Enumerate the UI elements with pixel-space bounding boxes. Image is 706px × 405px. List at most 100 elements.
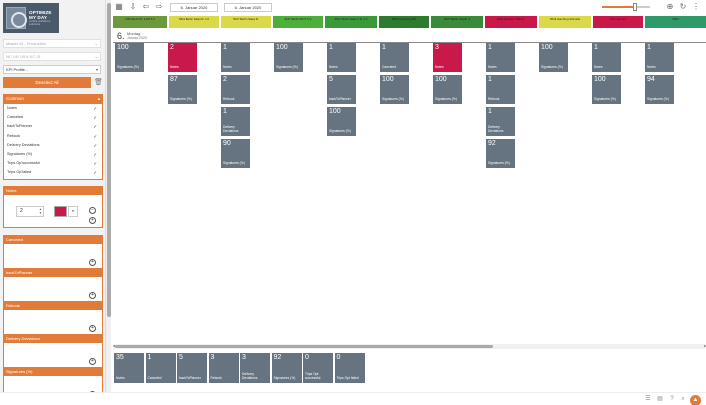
chevron-down-icon[interactable]: ▾ bbox=[68, 206, 78, 217]
date-to-field[interactable]: 6. Januar 2020 bbox=[224, 3, 272, 12]
common-kpi-item[interactable]: Notes✓ bbox=[4, 104, 102, 113]
common-kpi-item[interactable]: Trips Op'successful✓ bbox=[4, 159, 102, 168]
common-kpi-item[interactable]: Delivery Deviations✓ bbox=[4, 141, 102, 150]
resource-header[interactable]: 5000 Berlin R. 1234 5.6 bbox=[113, 16, 167, 28]
summary-tile-label: Trips Opt failed bbox=[336, 376, 359, 381]
refresh-icon[interactable]: ↻ bbox=[679, 2, 687, 11]
add-circle-icon[interactable]: + bbox=[89, 259, 96, 266]
search-icon[interactable]: ⌕ bbox=[681, 396, 685, 402]
common-kpi-list: Notes✓Canceled✓backToPlanner✓Rebook✓Deli… bbox=[3, 104, 103, 180]
resource-header[interactable]: 5017 Berlin Sales V R. 2.0 bbox=[325, 16, 377, 28]
resource-header[interactable]: 5037 Berlin Charlb. 2 bbox=[431, 16, 483, 28]
forward-arrow-icon[interactable]: ⇨ bbox=[155, 2, 163, 11]
add-circle-icon[interactable]: + bbox=[89, 217, 96, 224]
common-kpi-item[interactable]: Canceled✓ bbox=[4, 113, 102, 122]
sidebar-scrollbar-thumb[interactable] bbox=[106, 3, 111, 317]
add-circle-icon[interactable]: + bbox=[89, 292, 96, 299]
resource-header[interactable]: 5018 Hamburg 456 bbox=[379, 16, 429, 28]
kpi-section-body: 2▲▼ ▾ − + bbox=[3, 195, 103, 228]
download-icon[interactable]: ⇩ bbox=[129, 2, 137, 11]
resource-header[interactable]: 5044 Hamburg Schnells bbox=[539, 16, 591, 28]
resource-header[interactable]: 5011 Berlin Sales R. 1.0 bbox=[169, 16, 219, 28]
more-vertical-icon[interactable]: ⋮ bbox=[692, 2, 700, 11]
horizontal-scrollbar[interactable]: ◂ ▸ bbox=[113, 343, 706, 349]
master-select[interactable]: Master ID - Production ⌄ bbox=[3, 39, 101, 48]
resource-header[interactable]: 5042 Potsdam Mitte R. bbox=[485, 16, 537, 28]
add-circle-icon[interactable]: + bbox=[89, 325, 96, 332]
add-circle-icon[interactable]: + bbox=[89, 358, 96, 365]
date-from-field[interactable]: 6. Januar 2020 bbox=[170, 3, 218, 12]
scroll-left-icon[interactable]: ◂ bbox=[113, 343, 116, 348]
common-kpi-item[interactable]: Trips Op'failed✓ bbox=[4, 168, 102, 177]
stepper-arrows-icon[interactable]: ▲▼ bbox=[39, 207, 42, 215]
color-swatch[interactable] bbox=[54, 206, 67, 217]
list-icon[interactable]: ☰ bbox=[645, 396, 651, 402]
zoom-slider-handle[interactable] bbox=[632, 3, 637, 11]
kpi-profile-select[interactable]: KPI Profile... ▾ bbox=[3, 65, 101, 74]
kpi-section-title[interactable]: Signatures (%) bbox=[3, 367, 103, 376]
resource-header[interactable]: 5017 Berlin MK 5.0 Q bbox=[273, 16, 323, 28]
common-kpi-item[interactable]: backToPlanner✓ bbox=[4, 122, 102, 131]
kpi-tile-value: 1 bbox=[488, 76, 492, 83]
common-kpi-item[interactable]: Rebook✓ bbox=[4, 132, 102, 141]
back-arrow-icon[interactable]: ⇦ bbox=[142, 2, 150, 11]
trash-icon[interactable]: 🗑 bbox=[94, 79, 103, 86]
resource-header[interactable]: 5017 Berlin Sales R. bbox=[221, 16, 271, 28]
kpi-section-title[interactable]: Notes bbox=[3, 186, 103, 195]
common-panel-header[interactable]: Common ▴ bbox=[3, 94, 103, 104]
scroll-right-icon[interactable]: ▸ bbox=[703, 343, 706, 348]
deselect-all-button[interactable]: Deselect All bbox=[3, 77, 91, 88]
add-circle-icon[interactable]: ⊕ bbox=[666, 2, 674, 11]
up-arrow-icon[interactable]: ▲ bbox=[690, 395, 701, 405]
kpi-section-title[interactable]: backToPlanner bbox=[3, 268, 103, 277]
kpi-section-body: + bbox=[3, 343, 103, 369]
secondary-select[interactable]: NC UN 1004 KC 01 ⌄ bbox=[3, 52, 101, 61]
horizontal-scrollbar-thumb[interactable] bbox=[115, 345, 493, 348]
remove-circle-icon[interactable]: − bbox=[89, 207, 96, 214]
resource-header[interactable]: 5054 bbox=[645, 16, 706, 28]
grid-icon[interactable]: ▦ bbox=[115, 2, 123, 11]
help-icon[interactable]: ? bbox=[670, 396, 674, 402]
logo-title-line2: MY DAY bbox=[29, 15, 48, 20]
sidebar-scrollbar[interactable] bbox=[106, 0, 111, 392]
threshold-stepper[interactable]: 2▲▼ bbox=[16, 206, 44, 217]
kpi-section-title[interactable]: Rebook bbox=[3, 301, 103, 310]
resource-header[interactable]: 5047 Bremen bbox=[593, 16, 643, 28]
grid-view-icon[interactable]: ▤ bbox=[657, 396, 663, 402]
kpi-section-title[interactable]: Delivery Deviations bbox=[3, 334, 103, 343]
common-kpi-item[interactable]: Signatures (%)✓ bbox=[4, 150, 102, 159]
kpi-section-title[interactable]: Canceled bbox=[3, 235, 103, 244]
